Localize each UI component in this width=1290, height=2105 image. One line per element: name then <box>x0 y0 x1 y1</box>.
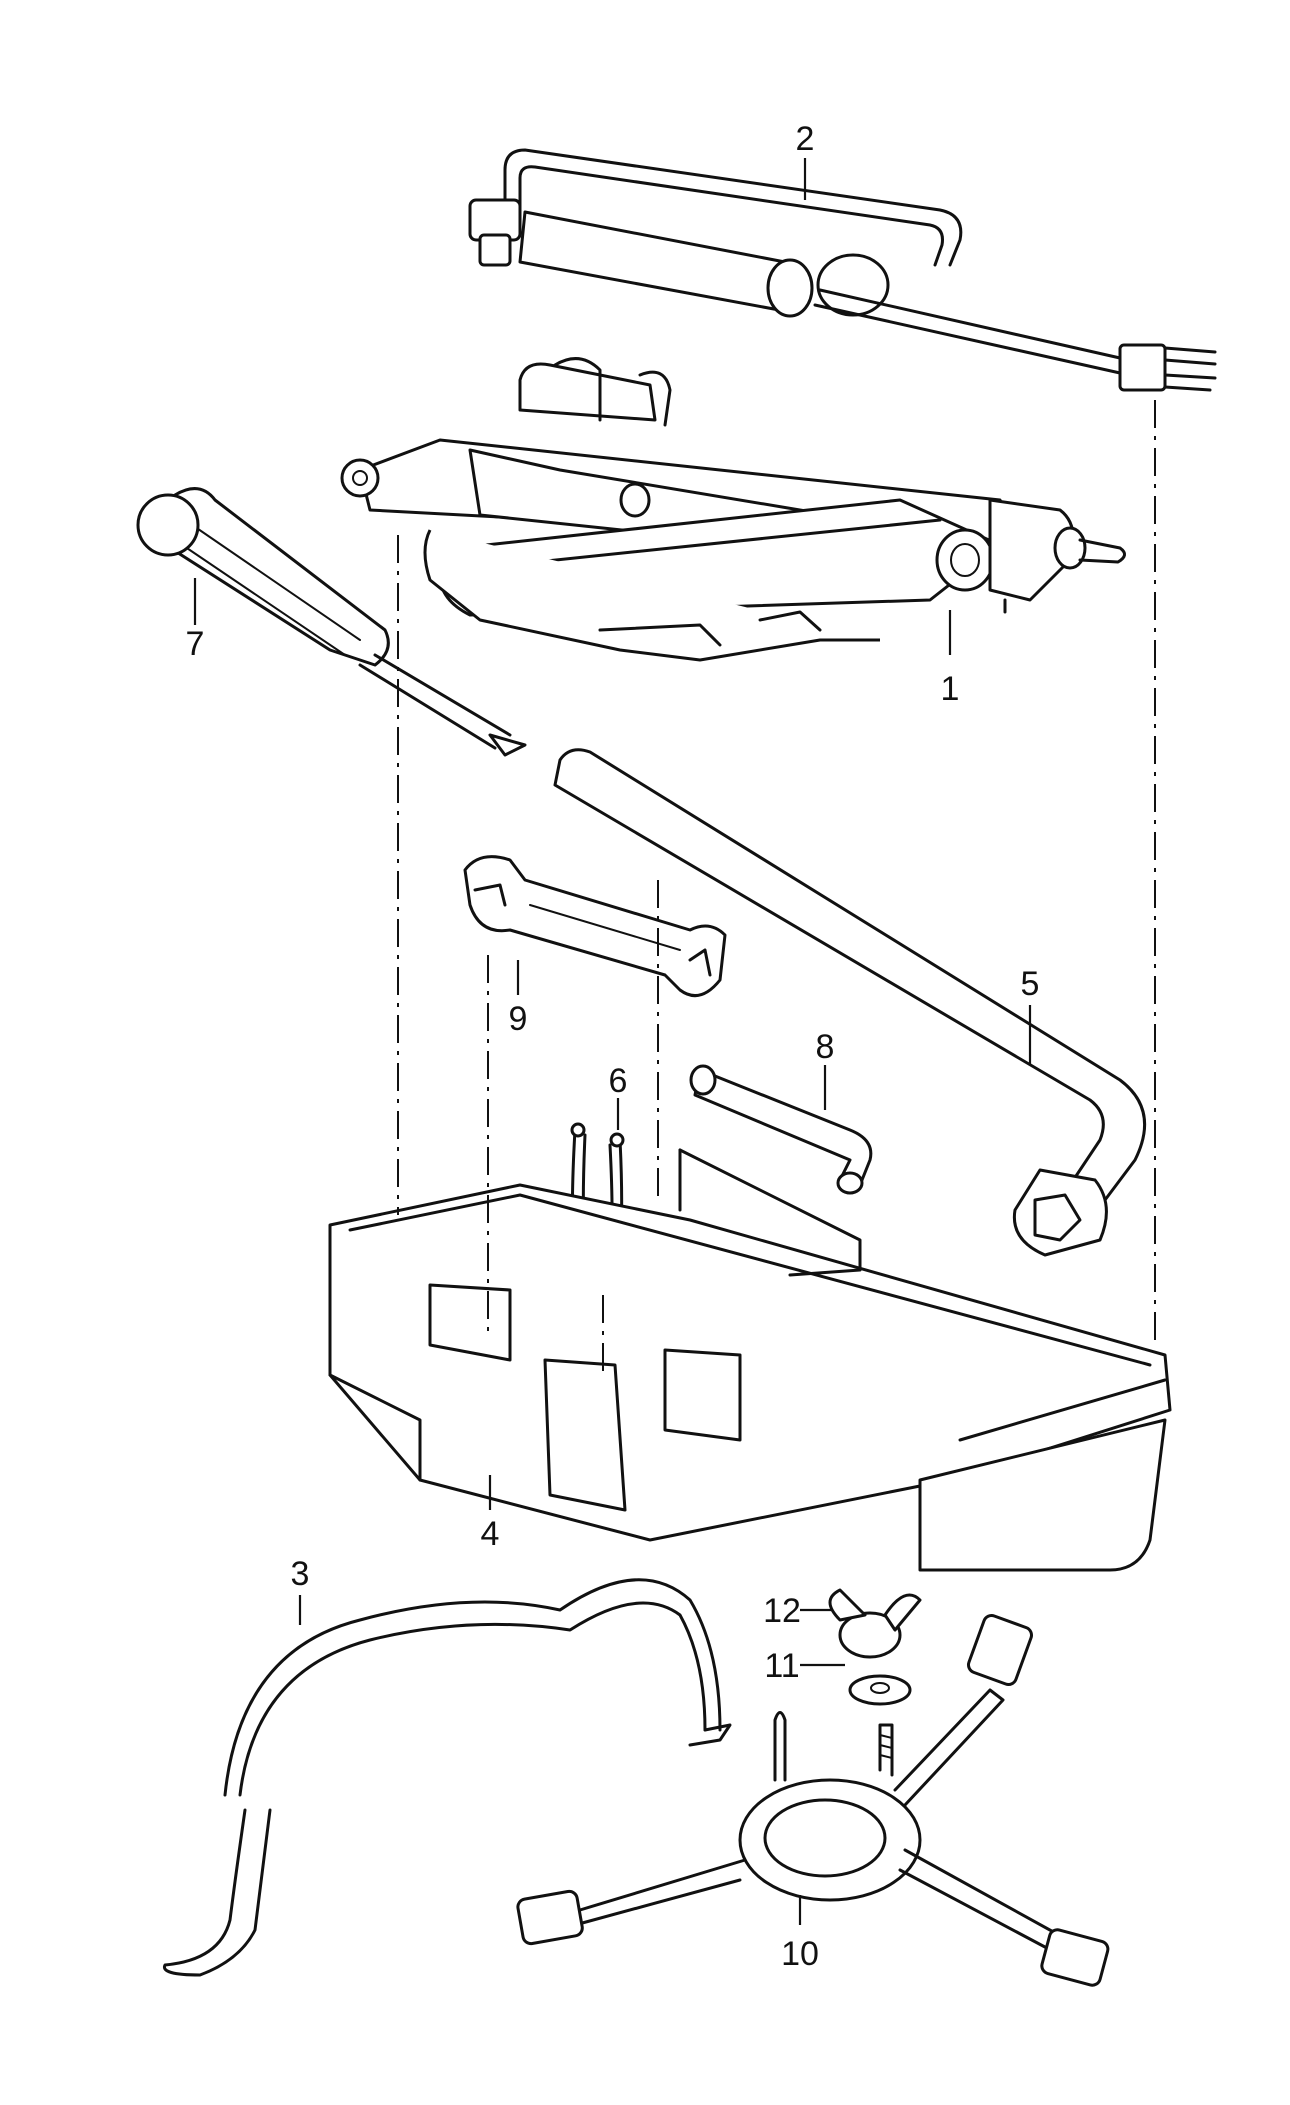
strap-part <box>162 1578 732 1977</box>
assembly-lines <box>397 400 1156 1375</box>
part-label-5: 5 <box>1021 965 1040 1003</box>
spider-bracket-part <box>516 1614 1110 1987</box>
part-label-2: 2 <box>796 120 815 158</box>
part-label-7: 7 <box>186 625 205 663</box>
screwdriver-part <box>136 487 527 757</box>
part-label-8: 8 <box>816 1028 835 1066</box>
wheel-brace-part <box>553 748 1147 1257</box>
part-labels: 2 1 7 5 9 8 6 4 3 12 11 10 <box>186 120 1040 1973</box>
crank-handle-part <box>468 148 1217 392</box>
spanner-part <box>463 855 727 998</box>
leader-lines <box>193 158 1032 1925</box>
wing-nut-part <box>828 1588 922 1659</box>
washer-part <box>848 1674 912 1706</box>
part-label-6: 6 <box>609 1062 628 1100</box>
part-label-3: 3 <box>291 1555 310 1593</box>
part-label-1: 1 <box>941 670 960 708</box>
part-label-12: 12 <box>763 1592 801 1630</box>
hex-key-part <box>689 1064 873 1195</box>
part-label-9: 9 <box>509 1000 528 1038</box>
part-label-10: 10 <box>781 1935 819 1973</box>
scissor-jack-part <box>340 357 1126 662</box>
part-label-11: 11 <box>764 1647 799 1685</box>
tool-tray-part <box>328 1148 1172 1572</box>
part-label-4: 4 <box>481 1515 500 1553</box>
